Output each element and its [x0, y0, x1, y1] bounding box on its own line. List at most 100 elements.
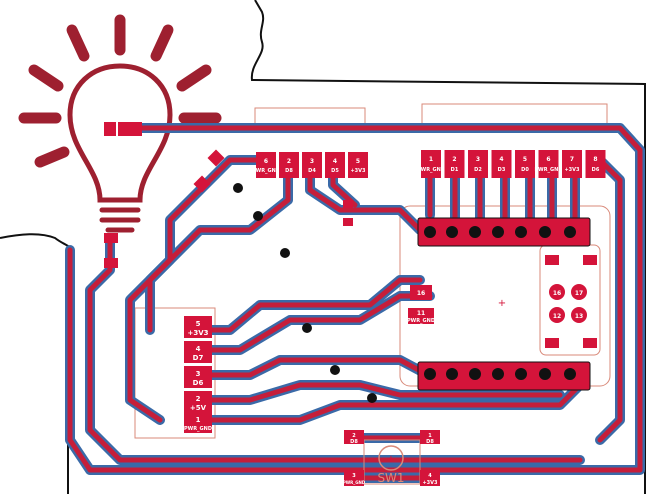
module-top-holes [424, 226, 576, 238]
connector-pad: 2 +5V [184, 391, 212, 413]
svg-text:3: 3 [196, 370, 201, 378]
switch-button [378, 445, 404, 471]
smd-pad [104, 258, 118, 268]
sensor-pad [571, 307, 587, 323]
pin-hole [424, 226, 436, 238]
pin-net: D3 [498, 167, 506, 173]
svg-text:D7: D7 [193, 354, 204, 362]
svg-text:+5V: +5V [190, 404, 207, 412]
smd-pad [104, 233, 118, 243]
sensor-corner-pad [545, 255, 559, 265]
svg-text:2: 2 [196, 395, 201, 403]
svg-text:+3V3: +3V3 [422, 480, 438, 486]
header-pad: 7 +3V3 [562, 150, 582, 178]
pin-number: 3 [476, 156, 480, 163]
pin-hole [539, 226, 551, 238]
switch-sw1: + SW1 2 D8 1 D8 3 PWR_GND 4 +3V3 [343, 430, 440, 486]
sensor-pads: 16 17 12 13 [545, 255, 597, 348]
via [330, 365, 340, 375]
svg-text:16: 16 [417, 290, 425, 297]
connector-left: 5 +3V3 4 D7 3 D6 2 +5V 1 PWR_GND [184, 316, 212, 433]
light-bulb-icon [18, 14, 222, 233]
smd-pad [343, 200, 353, 208]
via [367, 393, 377, 403]
switch-pad: 2 D8 [344, 430, 364, 445]
svg-text:4: 4 [428, 473, 432, 479]
switch-pad: 4 +3V3 [420, 470, 440, 486]
svg-text:PWR_GND: PWR_GND [343, 480, 366, 485]
smd-pad [193, 175, 211, 193]
pin-net: D0 [521, 167, 529, 173]
pin-hole [564, 226, 576, 238]
pin-number: 6 [546, 156, 550, 163]
header-left: 6 PWR_GND 2 D8 3 D4 4 D5 5 +3V3 [252, 152, 368, 178]
svg-text:D6: D6 [193, 379, 204, 387]
header-pad: 4D3 [491, 150, 512, 178]
svg-text:D8: D8 [350, 439, 358, 445]
switch-label: SW1 [377, 471, 404, 485]
connector-pad: 1 PWR_GND [184, 413, 212, 433]
smd-pad [118, 122, 130, 136]
smd-parts [104, 122, 353, 268]
header-pad: 3D2 [468, 150, 488, 178]
copper-traces [67, 125, 643, 481]
sensor-corner-pad [583, 338, 597, 348]
svg-text:2: 2 [352, 433, 356, 439]
pin-hole [469, 368, 481, 380]
header-pad: 2 D8 [279, 152, 299, 178]
pin-number: 7 [570, 156, 574, 163]
connector-pad: 4 D7 [184, 341, 212, 363]
via [233, 183, 243, 193]
module-bottom-holes [424, 368, 576, 380]
pin-hole [446, 368, 458, 380]
svg-text:D8: D8 [426, 439, 434, 445]
smd-pad [207, 149, 225, 167]
svg-text:11: 11 [417, 310, 425, 317]
pin-net: PWR_GND [535, 167, 563, 173]
pin-hole [515, 368, 527, 380]
header-pad: 3 D4 [302, 152, 322, 178]
svg-text:PWR_GND: PWR_GND [407, 318, 435, 324]
pin-number: 4 [333, 158, 337, 165]
pin-net: D8 [285, 168, 293, 174]
svg-text:13: 13 [575, 313, 583, 320]
pin-hole [492, 368, 504, 380]
svg-text:1: 1 [196, 416, 201, 424]
pin-net: D5 [331, 168, 339, 174]
header-pad: 8D6 [585, 150, 606, 178]
header-pad: 5D0 [515, 150, 535, 178]
pin-net: D1 [451, 167, 459, 173]
connector-pad: 3 D6 [184, 366, 212, 388]
sensor-pad [549, 307, 565, 323]
pin-number: 4 [499, 156, 503, 163]
pin-hole [424, 368, 436, 380]
pin-hole [469, 226, 481, 238]
svg-text:17: 17 [575, 290, 583, 297]
module-bottom-pins [417, 361, 591, 391]
pin-number: 3 [310, 158, 314, 165]
pin-number: 5 [356, 158, 360, 165]
pin-hole [564, 368, 576, 380]
svg-text:+3V3: +3V3 [187, 329, 208, 337]
switch-pad: 3 PWR_GND [343, 470, 366, 486]
pin-number: 2 [287, 158, 291, 165]
smd-pad [343, 218, 353, 226]
pin-net: +3V3 [564, 167, 580, 173]
center-mark: + [498, 298, 506, 309]
vias [233, 183, 377, 403]
header-pad: 2D1 [444, 150, 465, 178]
header-pad: 4 D5 [325, 152, 345, 178]
smd-pad [104, 122, 116, 136]
pin-hole [515, 226, 527, 238]
pin-number: 2 [452, 156, 456, 163]
pad-16: 16 [410, 285, 432, 300]
pin-hole [492, 226, 504, 238]
header-pad: 5 +3V3 [348, 152, 368, 178]
svg-text:4: 4 [196, 345, 201, 353]
header-pad: 6 PWR_GND [252, 152, 280, 178]
